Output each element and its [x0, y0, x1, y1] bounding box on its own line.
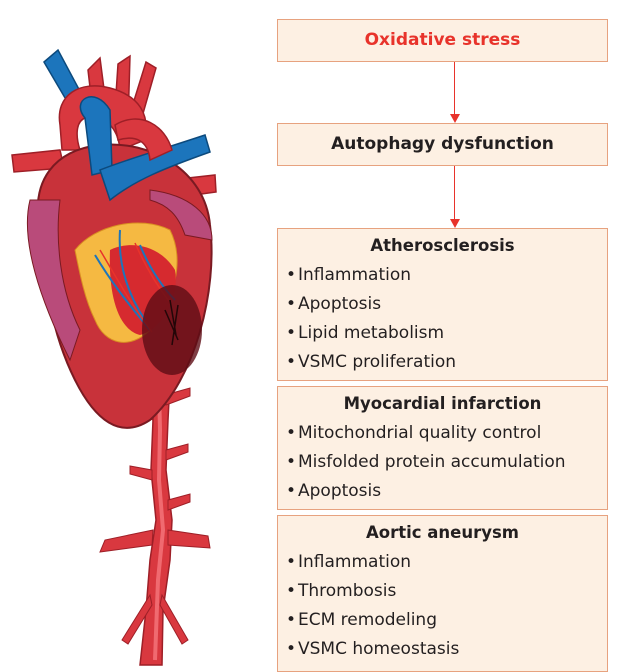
arrow-down — [450, 62, 460, 123]
section-title: Myocardial infarction — [278, 389, 607, 419]
bullet-list: Inflammation Apoptosis Lipid metabolism … — [278, 261, 607, 377]
oxidative-stress-label: Oxidative stress — [278, 20, 607, 60]
list-item: Thrombosis — [286, 577, 607, 606]
myocardial-infarction-section: Myocardial infarction Mitochondrial qual… — [277, 386, 608, 510]
list-item: Lipid metabolism — [286, 319, 607, 348]
list-item: Misfolded protein accumulation — [286, 448, 607, 477]
bullet-list: Inflammation Thrombosis ECM remodeling V… — [278, 548, 607, 664]
list-item: VSMC proliferation — [286, 348, 607, 377]
arrow-down — [450, 166, 460, 228]
bullet-list: Mitochondrial quality control Misfolded … — [278, 419, 607, 506]
list-item: Inflammation — [286, 548, 607, 577]
autophagy-dysfunction-label: Autophagy dysfunction — [278, 124, 607, 164]
section-title: Aortic aneurysm — [278, 518, 607, 548]
list-item: Apoptosis — [286, 290, 607, 319]
list-item: VSMC homeostasis — [286, 635, 607, 664]
list-item: Mitochondrial quality control — [286, 419, 607, 448]
list-item: Inflammation — [286, 261, 607, 290]
heart-body — [27, 97, 212, 428]
atherosclerosis-section: Atherosclerosis Inflammation Apoptosis L… — [277, 228, 608, 381]
oxidative-stress-box: Oxidative stress — [277, 19, 608, 62]
aortic-aneurysm-section: Aortic aneurysm Inflammation Thrombosis … — [277, 515, 608, 672]
autophagy-dysfunction-box: Autophagy dysfunction — [277, 123, 608, 166]
heart-with-aorta-illustration — [0, 0, 272, 672]
list-item: Apoptosis — [286, 477, 607, 506]
section-title: Atherosclerosis — [278, 231, 607, 261]
list-item: ECM remodeling — [286, 606, 607, 635]
